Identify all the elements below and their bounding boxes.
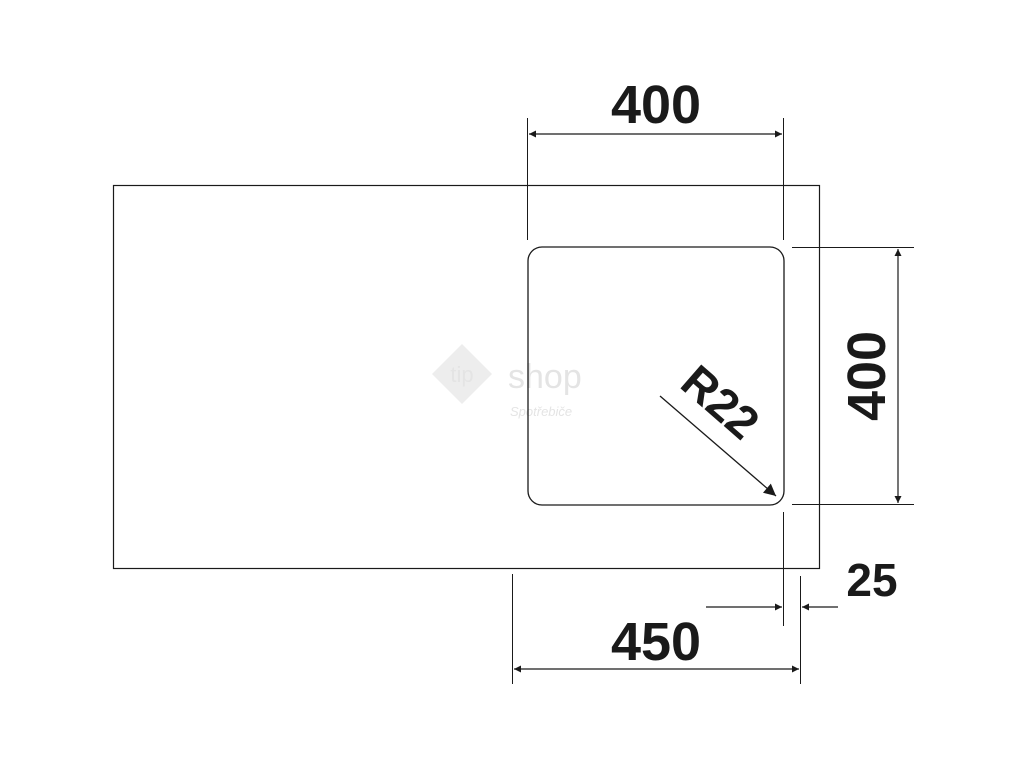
countertop-outline bbox=[112, 184, 821, 570]
dimension-bowl-width: 400 bbox=[527, 75, 784, 240]
bowl-width-label: 400 bbox=[611, 75, 701, 135]
corner-radius-label: R22 bbox=[672, 355, 770, 450]
dimension-corner-radius: R22 bbox=[659, 355, 777, 497]
watermark-brand: tip bbox=[450, 362, 473, 387]
dimension-edge-offset: 25 bbox=[706, 554, 898, 611]
watermark-logo-icon bbox=[432, 344, 492, 404]
watermark-word: shop bbox=[508, 358, 582, 396]
watermark: tip shop Spotřebiče bbox=[432, 344, 582, 419]
bowl-height-label: 400 bbox=[837, 331, 897, 421]
sink-bowl-outline bbox=[527, 246, 785, 506]
dimension-bowl-height: 400 bbox=[792, 247, 914, 505]
radius-leader-line bbox=[659, 395, 777, 497]
dimension-cabinet-width: 450 bbox=[512, 512, 801, 684]
watermark-sub: Spotřebiče bbox=[510, 404, 572, 419]
edge-offset-label: 25 bbox=[846, 554, 897, 606]
cabinet-width-label: 450 bbox=[611, 612, 701, 672]
